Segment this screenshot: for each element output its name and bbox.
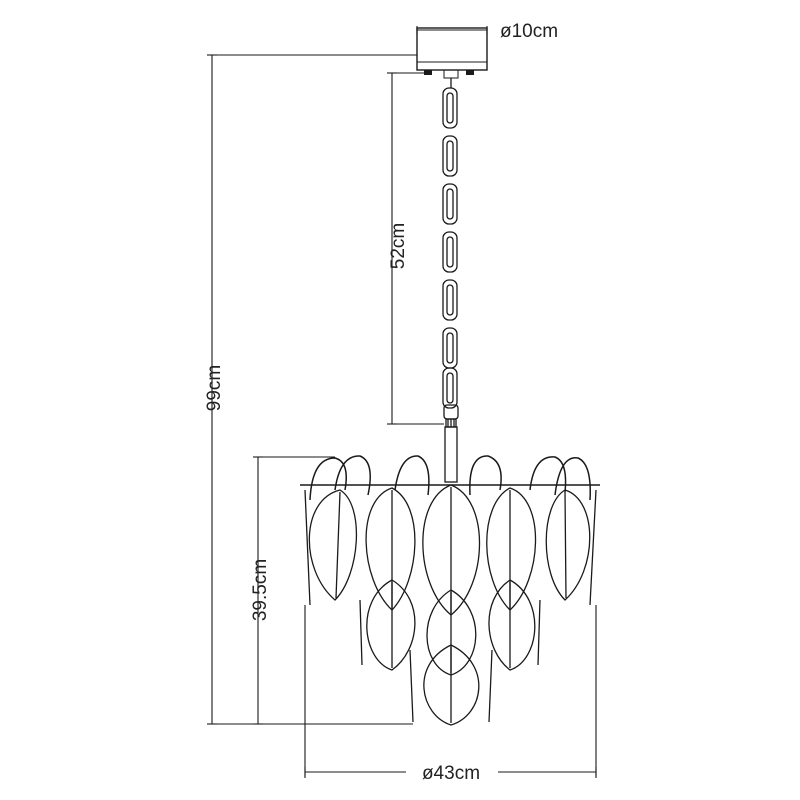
dimension-labels: ø10cm 52cm 99cm 39.5cm ø43cm (204, 21, 558, 785)
body-height-label: 39.5cm (250, 559, 271, 621)
leaves (304, 484, 597, 726)
dimension-lines (207, 26, 597, 778)
central-rod (444, 426, 458, 483)
canopy-diameter-label: ø10cm (500, 21, 558, 42)
chain-length-label: 52cm (388, 223, 409, 269)
body-diameter-label: ø43cm (422, 763, 480, 784)
total-height-label: 99cm (204, 365, 225, 411)
hook-arms (300, 455, 600, 501)
chain (442, 78, 459, 428)
ceiling-canopy (416, 27, 488, 79)
